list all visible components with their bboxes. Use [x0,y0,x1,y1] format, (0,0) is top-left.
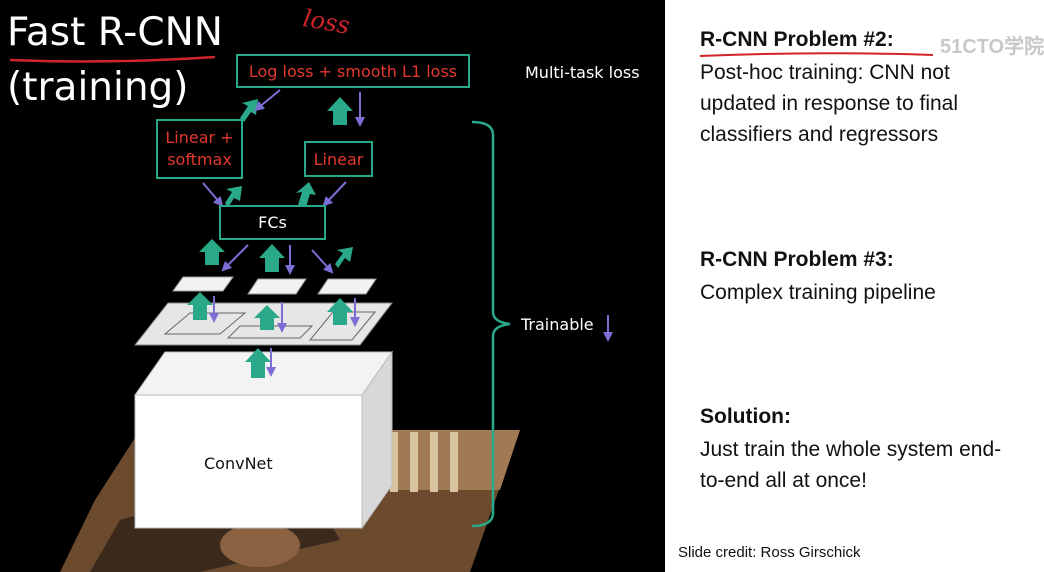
multitask-loss-label: Multi-task loss [525,63,640,82]
title-underline [9,55,216,63]
linear-box: Linear [304,141,373,177]
forward-arrows [202,89,365,377]
solution-title: Solution: [700,405,791,428]
watermark: 51CTO学院 [940,36,1044,58]
problem2-underline [699,52,934,57]
fcs-box: FCs [219,205,326,240]
trainable-brace [471,120,511,528]
slide-title-line1: Fast R-CNN [7,10,223,55]
solution-body: Just train the whole system end-to-end a… [700,438,1002,492]
convnet-label: ConvNet [204,454,273,473]
linear-softmax-line1: Linear + [165,128,234,147]
trainable-down-arrow [603,315,613,342]
problem3-body: Complex training pipeline [700,281,936,304]
fast-rcnn-diagram [9,55,520,572]
problem2-body: Post-hoc training: CNN not updated in re… [700,61,959,146]
loss-box: Log loss + smooth L1 loss [236,54,470,88]
slide-credit: Slide credit: Ross Girschick [678,544,861,561]
trainable-label: Trainable [521,315,594,334]
convnet-block [134,350,393,530]
linear-softmax-box: Linear + softmax [156,119,243,179]
slide-diagram-panel: Fast R-CNN (training) loss Log loss + sm… [0,0,665,572]
problem2-title: R-CNN Problem #2: [700,28,894,51]
roi-pooled-features [172,276,377,295]
backprop-arrows [187,97,353,378]
linear-softmax-line2: softmax [167,150,232,169]
problem3-title: R-CNN Problem #3: [700,248,894,271]
slide-title-line2: (training) [7,65,189,110]
slide-text-panel [665,0,1032,572]
